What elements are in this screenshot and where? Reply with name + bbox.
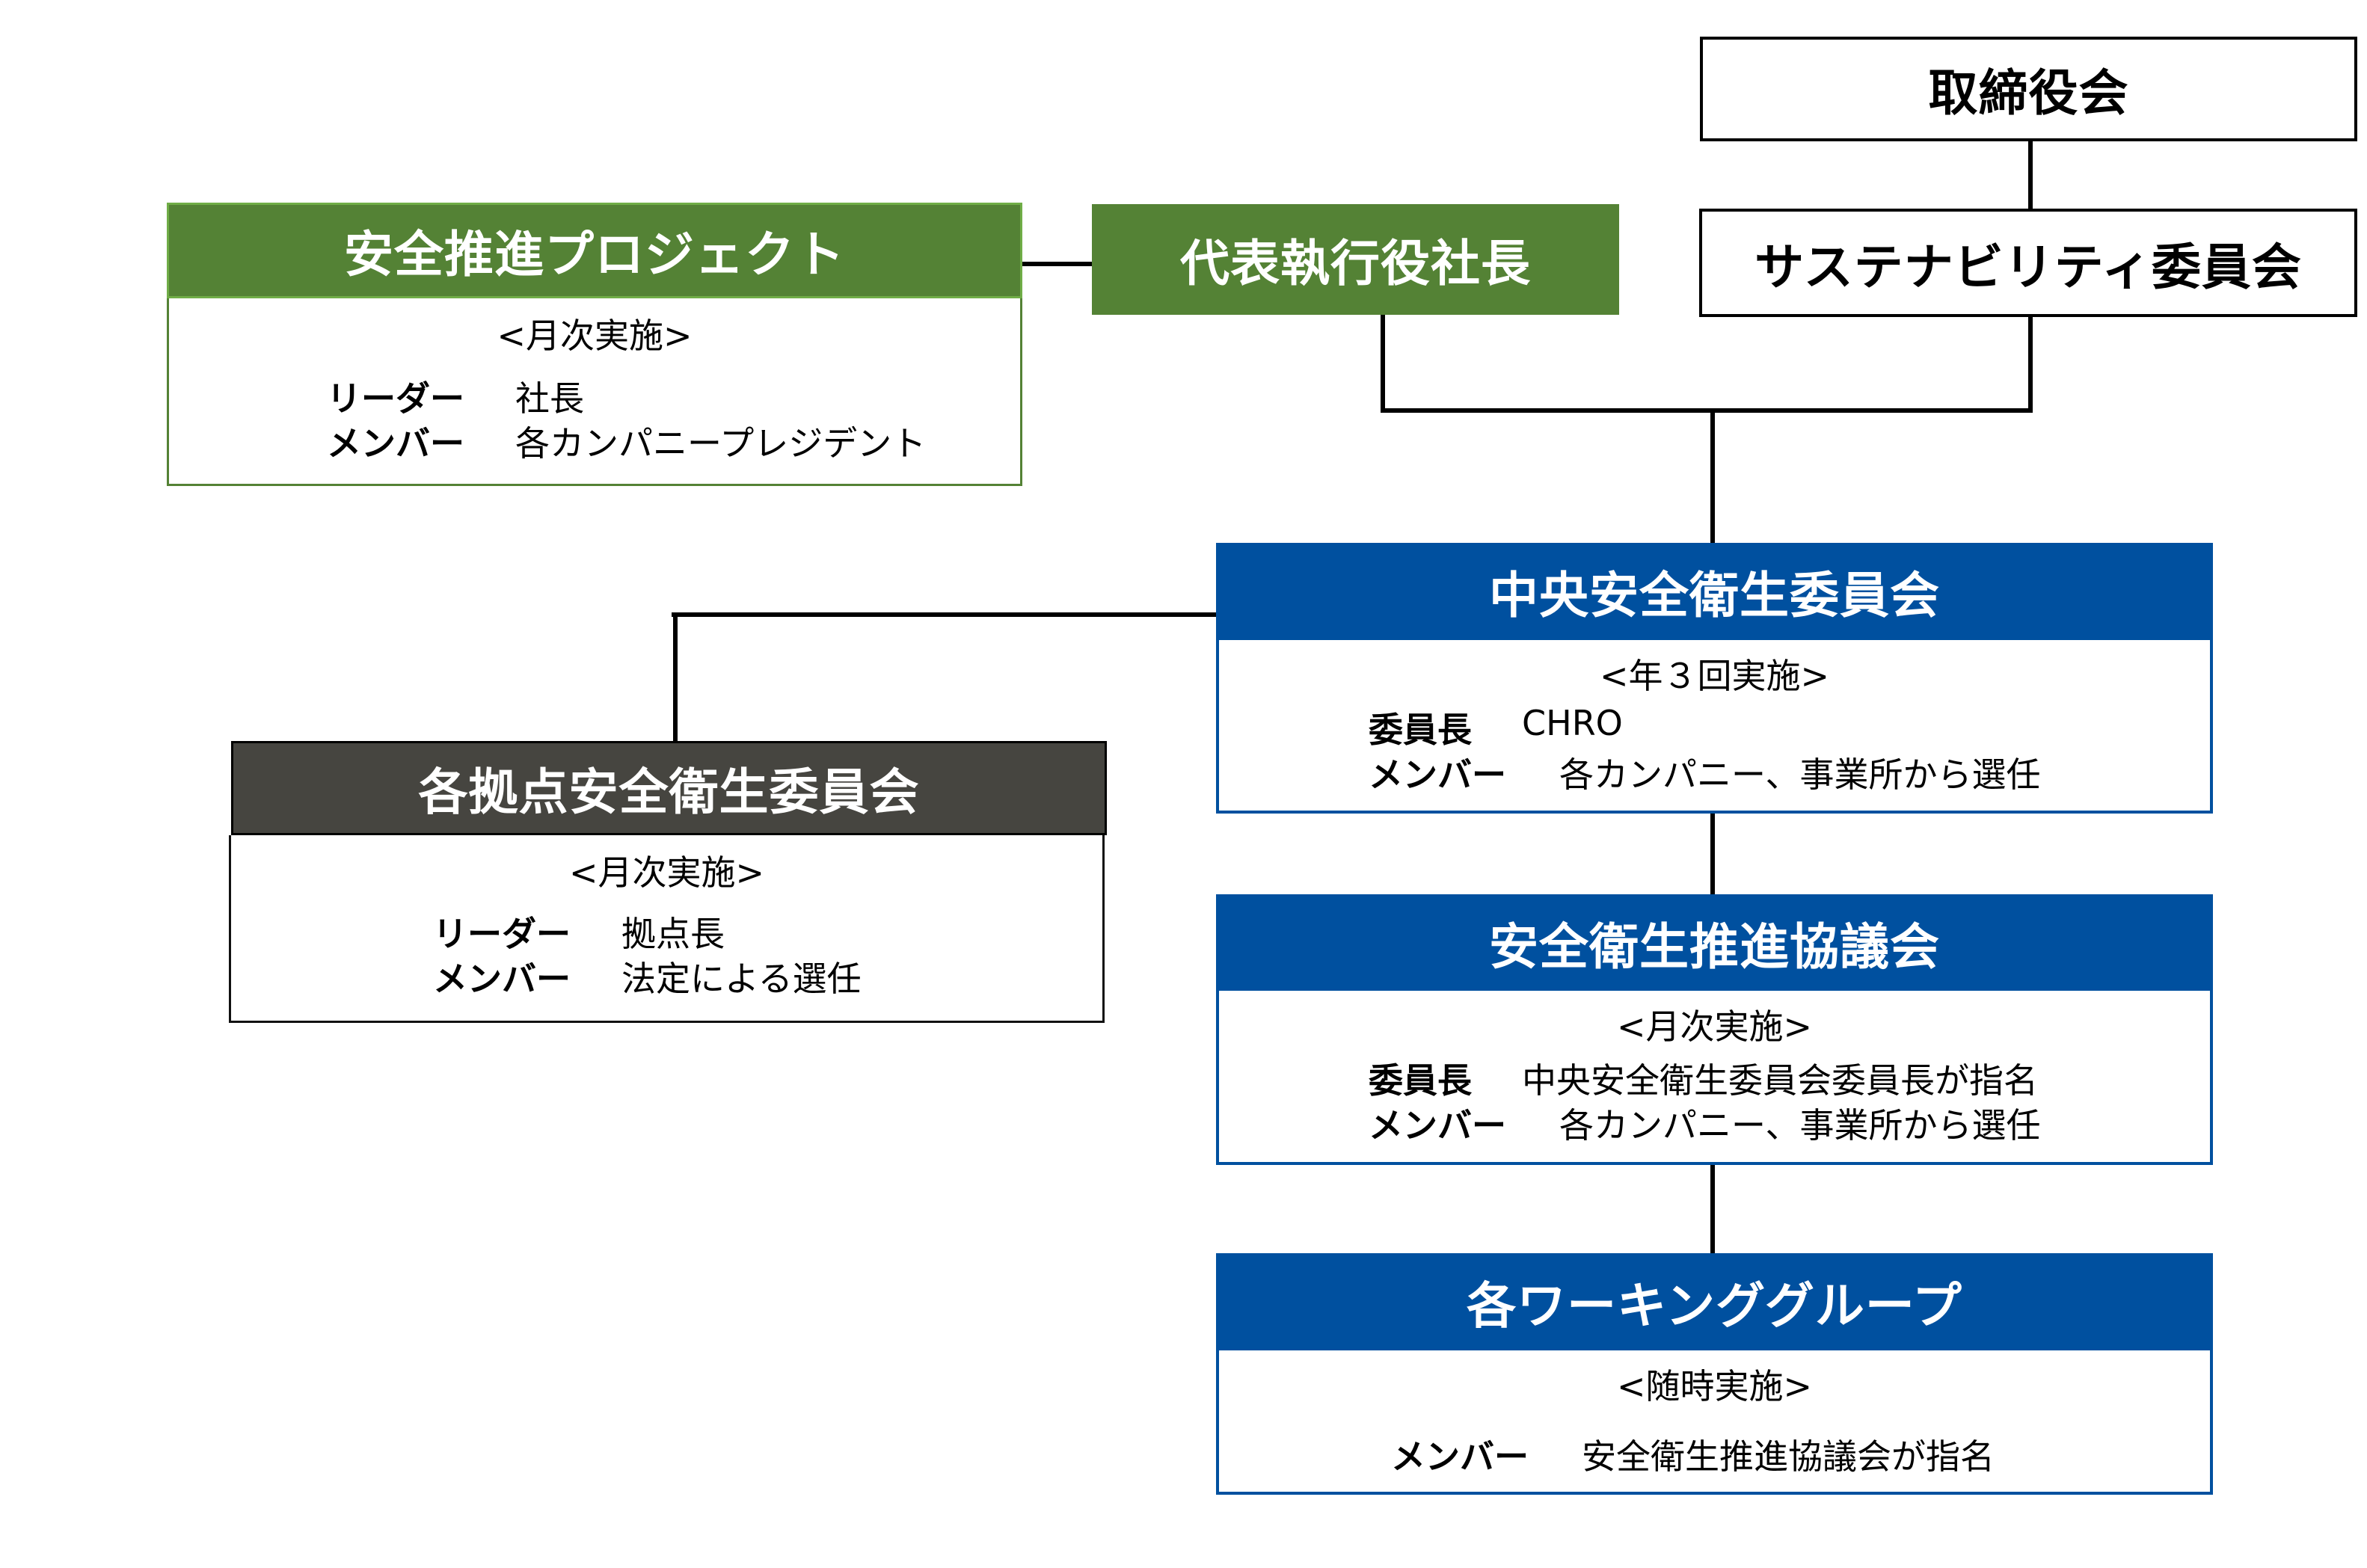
sustainability-title: サステナビリティ委員会 <box>1754 238 2302 296</box>
row-value: 各カンパニープレジデント <box>515 423 927 464</box>
board-title: 取締役会 <box>1928 64 2129 122</box>
central-committee-row-chair: 委員長 CHRO <box>1369 703 1623 752</box>
site-committee-body: <月次実施> リーダー 拠点長 メンバー 法定による選任 <box>229 835 1105 1023</box>
row-value: 中央安全衛生委員会委員長が指名 <box>1522 1060 2038 1101</box>
connector-president-down <box>1381 315 1385 413</box>
sustainability-committee-box: サステナビリティ委員会 <box>1699 209 2357 317</box>
board-of-directors-box: 取締役会 <box>1700 37 2357 141</box>
safety-project-row-members: メンバー 各カンパニープレジデント <box>327 416 926 466</box>
row-label: メンバー <box>327 423 464 464</box>
promotion-council-header: 安全衛生推進協議会 <box>1216 894 2213 991</box>
connector-central-to-council <box>1710 814 1715 894</box>
site-committee-frequency: <月次実施> <box>568 852 765 893</box>
site-committee-header: 各拠点安全衛生委員会 <box>231 741 1107 835</box>
central-committee-box: 中央安全衛生委員会 <年３回実施> 委員長 CHRO メンバー 各カンパニー、事… <box>1216 543 2213 814</box>
connector-to-central <box>1710 408 1715 543</box>
row-value: 拠点長 <box>621 914 725 954</box>
site-committee-row-members: メンバー 法定による選任 <box>433 952 862 1001</box>
row-value: 法定による選任 <box>621 959 862 999</box>
promotion-council-row-chair: 委員長 中央安全衛生委員会委員長が指名 <box>1369 1054 2038 1103</box>
promotion-council-row-members: メンバー 各カンパニー、事業所から選任 <box>1369 1098 2041 1148</box>
connector-central-to-site-h <box>672 612 1216 617</box>
safety-project-header: 安全推進プロジェクト <box>167 203 1022 298</box>
row-label: リーダー <box>327 378 464 419</box>
safety-project-box: 安全推進プロジェクト <月次実施> リーダー 社長 メンバー 各カンパニープレジ… <box>167 203 1022 486</box>
row-value: 各カンパニー、事業所から選任 <box>1559 1105 2041 1146</box>
row-label: メンバー <box>1391 1436 1529 1477</box>
promotion-council-title: 安全衛生推進協議会 <box>1489 917 1940 976</box>
connector-project-president <box>1022 262 1092 266</box>
working-groups-box: 各ワーキンググループ <随時実施> メンバー 安全衛生推進協議会が指名 <box>1216 1253 2213 1495</box>
promotion-council-frequency: <月次実施> <box>1616 1006 1813 1047</box>
safety-project-title: 安全推進プロジェクト <box>344 226 845 283</box>
safety-project-row-leader: リーダー 社長 <box>327 372 584 421</box>
row-value: 安全衛生推進協議会が指名 <box>1582 1436 1995 1477</box>
promotion-council-box: 安全衛生推進協議会 <月次実施> 委員長 中央安全衛生委員会委員長が指名 メンバ… <box>1216 894 2213 1165</box>
promotion-council-body: <月次実施> 委員長 中央安全衛生委員会委員長が指名 メンバー 各カンパニー、事… <box>1216 991 2213 1165</box>
connector-sustainability-down <box>2028 316 2033 413</box>
connector-board-sustainability <box>2028 141 2033 210</box>
working-groups-frequency: <随時実施> <box>1616 1366 1813 1406</box>
president-box: 代表執行役社長 <box>1092 204 1619 315</box>
working-groups-body: <随時実施> メンバー 安全衛生推進協議会が指名 <box>1216 1350 2213 1495</box>
working-groups-row-members: メンバー 安全衛生推進協議会が指名 <box>1391 1430 1995 1479</box>
connector-central-to-site-v <box>673 612 678 742</box>
central-committee-body: <年３回実施> 委員長 CHRO メンバー 各カンパニー、事業所から選任 <box>1216 640 2213 814</box>
safety-project-body: <月次実施> リーダー 社長 メンバー 各カンパニープレジデント <box>167 298 1022 486</box>
central-committee-frequency: <年３回実施> <box>1599 656 1830 696</box>
safety-project-frequency: <月次実施> <box>497 316 693 356</box>
row-label: メンバー <box>1369 1105 1506 1146</box>
row-value: 各カンパニー、事業所から選任 <box>1559 754 2041 795</box>
site-committee-row-leader: リーダー 拠点長 <box>433 907 725 956</box>
president-title: 代表執行役社長 <box>1180 235 1531 292</box>
row-value: CHRO <box>1522 703 1623 743</box>
central-committee-header: 中央安全衛生委員会 <box>1216 543 2213 640</box>
central-committee-row-members: メンバー 各カンパニー、事業所から選任 <box>1369 748 2041 797</box>
row-label: リーダー <box>433 914 571 954</box>
connector-council-to-wg <box>1710 1165 1715 1253</box>
row-label: メンバー <box>433 959 571 999</box>
working-groups-header: 各ワーキンググループ <box>1216 1253 2213 1350</box>
central-committee-title: 中央安全衛生委員会 <box>1489 567 1940 624</box>
site-committee-box: 各拠点安全衛生委員会 <月次実施> リーダー 拠点長 メンバー 法定による選任 <box>229 741 1107 1023</box>
site-committee-title: 各拠点安全衛生委員会 <box>418 763 920 821</box>
row-label: メンバー <box>1369 754 1506 795</box>
connector-horizontal-top <box>1381 408 2033 413</box>
row-label: 委員長 <box>1369 710 1472 750</box>
row-value: 社長 <box>515 378 584 419</box>
working-groups-title: 各ワーキンググループ <box>1467 1277 1962 1335</box>
row-label: 委員長 <box>1369 1060 1472 1101</box>
